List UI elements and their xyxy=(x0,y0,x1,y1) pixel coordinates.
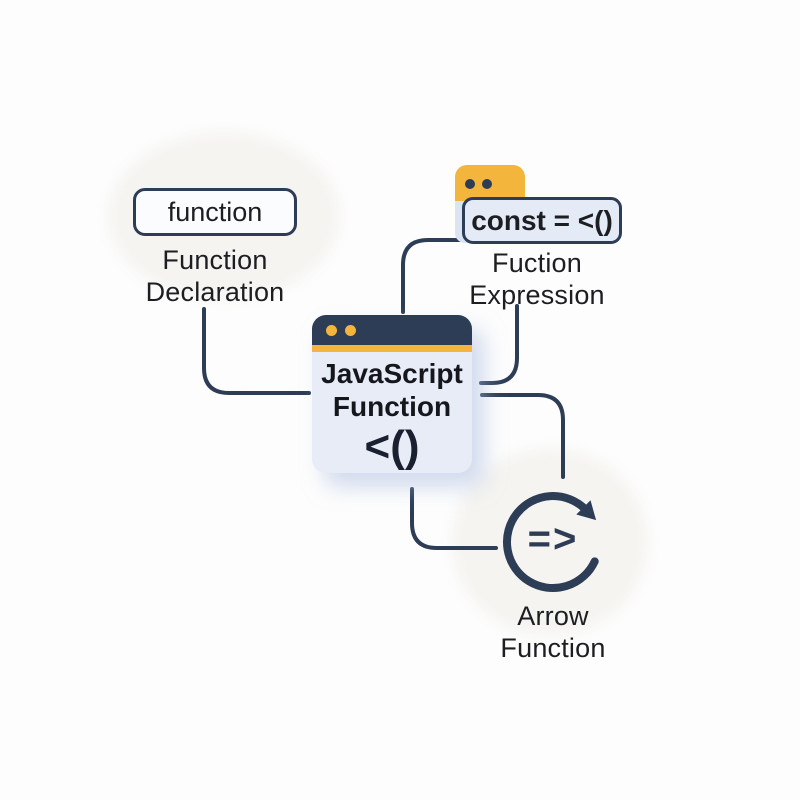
connector-center-to-arrow-top xyxy=(480,393,565,479)
function-keyword-box: function xyxy=(133,188,297,236)
function-symbol: <() xyxy=(364,421,420,471)
function-expression-label: Fuction Expression xyxy=(469,248,605,310)
connector-center-to-arrow-left xyxy=(410,487,498,550)
const-expression-box: const = <() xyxy=(462,197,622,244)
browser-window-icon xyxy=(312,315,472,345)
window-dot-icon xyxy=(482,179,492,189)
window-dot-icon xyxy=(345,324,356,336)
arrow-operator-text: => xyxy=(527,517,579,561)
connector-expression-label-to-center-right xyxy=(479,304,519,385)
function-keyword-text: function xyxy=(167,196,263,227)
javascript-function-card: JavaScript Function <() xyxy=(312,315,472,473)
connector-declaration-to-center xyxy=(202,307,311,395)
const-expression-text: const = <() xyxy=(471,204,613,236)
window-dot-icon xyxy=(326,324,337,336)
background-blob xyxy=(452,448,648,636)
function-declaration-label: Function Declaration xyxy=(145,245,285,307)
card-body: JavaScript Function <() xyxy=(312,352,472,473)
mini-browser-tab-icon xyxy=(455,165,525,203)
window-dot-icon xyxy=(465,179,475,189)
card-title: JavaScript Function xyxy=(321,358,463,422)
arrow-function-label: Arrow Function xyxy=(500,601,606,663)
connector-expression-to-center-top xyxy=(401,238,463,314)
circular-arrow-icon xyxy=(503,492,599,592)
card-accent-stripe xyxy=(312,345,472,352)
